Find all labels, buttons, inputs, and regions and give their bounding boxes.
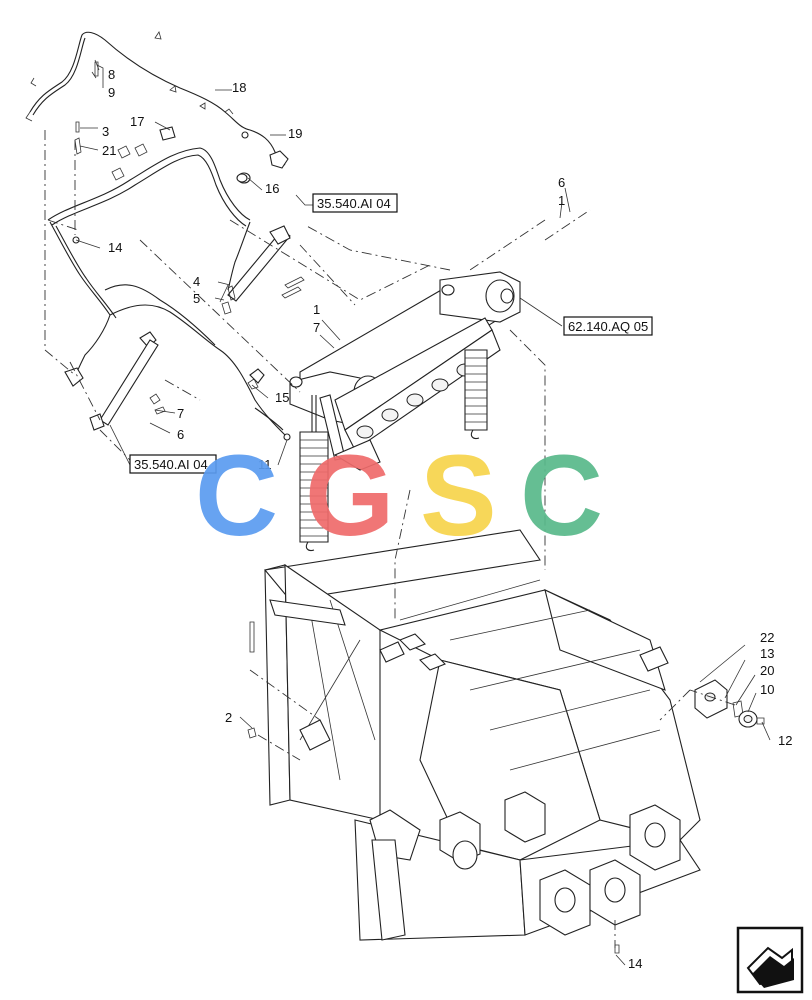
callout-7a: 7 (313, 320, 320, 335)
next-page-arrow-icon[interactable] (736, 926, 804, 994)
watermark-letter-c1: C (195, 432, 278, 560)
watermark-logo: C G S C (195, 432, 603, 560)
callout-13: 13 (760, 646, 774, 661)
reference-label-top: 35.540.AI 04 (317, 196, 391, 211)
reference-label-left: 35.540.AI 04 (134, 457, 208, 472)
callout-20: 20 (760, 663, 774, 678)
harness-frame (47, 126, 291, 441)
callout-21: 21 (102, 143, 116, 158)
callout-9: 9 (108, 85, 115, 100)
wiring-harness (25, 31, 289, 169)
callout-12: 12 (778, 733, 792, 748)
reference-box-right[interactable]: 62.140.AQ 05 (563, 316, 653, 336)
hydraulic-cylinders (89, 225, 291, 431)
watermark-letter-c2: C (520, 432, 603, 560)
callout-18: 18 (232, 80, 246, 95)
callout-10: 10 (760, 682, 774, 697)
callout-2: 2 (225, 710, 232, 725)
baler-frame (263, 529, 701, 941)
callout-1b: 1 (558, 193, 565, 208)
callout-11: 11 (258, 457, 272, 472)
callout-1a: 1 (313, 302, 320, 317)
tensioner-assembly (289, 271, 521, 471)
callout-6b: 6 (177, 427, 184, 442)
callout-15: 15 (275, 390, 289, 405)
reference-label-right: 62.140.AQ 05 (568, 319, 648, 334)
watermark-letter-g: G (305, 432, 394, 560)
bearing-parts (694, 679, 765, 728)
leader-lines (75, 64, 771, 966)
callout-6a: 6 (558, 175, 565, 190)
springs (299, 349, 488, 552)
callout-14a: 14 (108, 240, 122, 255)
callout-3: 3 (102, 124, 109, 139)
callout-8: 8 (108, 67, 115, 82)
reference-box-top[interactable]: 35.540.AI 04 (312, 193, 398, 213)
callout-5: 5 (193, 291, 200, 306)
reference-box-left[interactable]: 35.540.AI 04 (129, 454, 217, 474)
callout-labels: 8 9 18 19 3 21 17 16 14 4 5 1 7 15 7 6 1… (102, 67, 792, 971)
callout-22: 22 (760, 630, 774, 645)
callout-16: 16 (265, 181, 279, 196)
callout-17: 17 (130, 114, 144, 129)
callout-14b: 14 (628, 956, 642, 971)
callout-7b: 7 (177, 406, 184, 421)
centerlines (44, 130, 736, 948)
fasteners (74, 61, 620, 954)
callout-19: 19 (288, 126, 302, 141)
callout-4: 4 (193, 274, 200, 289)
watermark-letter-s: S (420, 432, 497, 560)
